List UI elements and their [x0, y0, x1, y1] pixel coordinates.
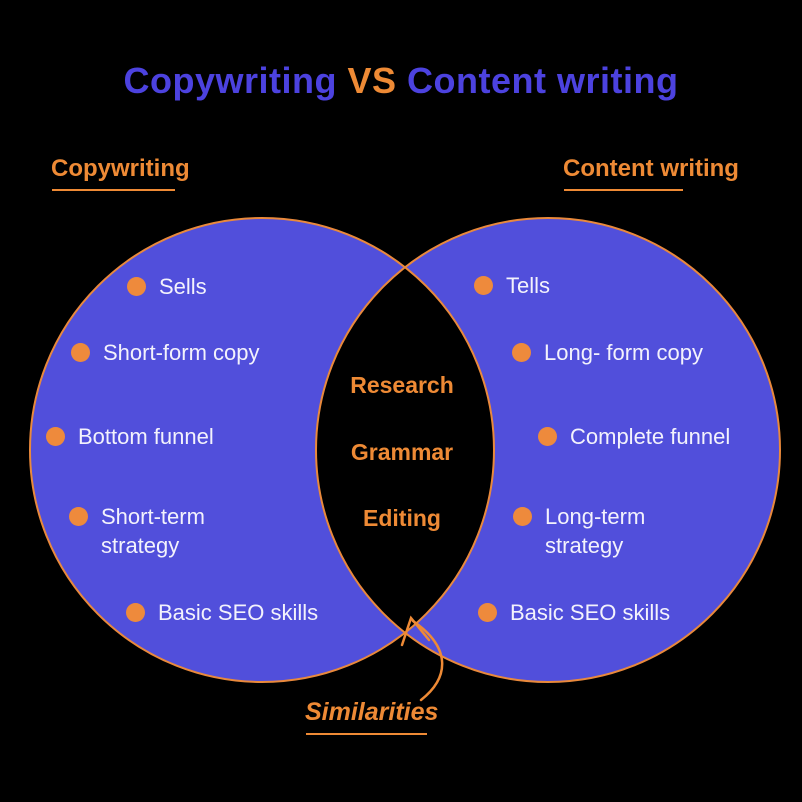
list-item-bottom-funnel: Bottom funnel — [46, 422, 214, 451]
similarities-arrow-icon — [400, 615, 444, 702]
list-item-label: Bottom funnel — [78, 424, 214, 449]
list-item-label: Tells — [506, 273, 551, 298]
list-item-label: Long- form copy — [544, 340, 703, 365]
left-circle-outline — [29, 217, 495, 683]
list-item-short-term-strategy: Short-term strategy — [69, 502, 239, 560]
left-label-underline — [52, 189, 175, 191]
list-item-label: Short-term strategy — [101, 504, 205, 558]
bullet-icon — [71, 343, 90, 362]
list-item-basic-seo-skills-right: Basic SEO skills — [478, 598, 670, 627]
list-item-label: Long-term strategy — [545, 504, 646, 558]
shared-item-grammar: Grammar — [350, 439, 454, 465]
list-item-complete-funnel: Complete funnel — [538, 422, 730, 451]
list-item-label: Complete funnel — [570, 424, 731, 449]
list-item-label: Basic SEO skills — [510, 600, 671, 625]
bullet-icon — [474, 276, 493, 295]
title-left-part: Copywriting — [123, 60, 337, 101]
bullet-icon — [538, 427, 557, 446]
title-vs: VS — [347, 60, 397, 101]
page-title: Copywriting VS Content writing — [0, 60, 802, 102]
bullet-icon — [478, 603, 497, 622]
right-circle-outline — [315, 217, 781, 683]
bullet-icon — [126, 603, 145, 622]
list-item-sells: Sells — [127, 272, 207, 301]
list-item-tells: Tells — [474, 271, 550, 300]
shared-item-editing: Editing — [363, 505, 441, 531]
bullet-icon — [513, 507, 532, 526]
similarities-annotation: Similarities — [305, 698, 439, 726]
bullet-icon — [512, 343, 531, 362]
list-item-label: Sells — [159, 274, 207, 299]
bullet-icon — [69, 507, 88, 526]
bullet-icon — [46, 427, 65, 446]
right-label-underline — [564, 189, 683, 191]
intersection-lens — [316, 218, 494, 682]
bullet-icon — [127, 277, 146, 296]
list-item-long-term-strategy: Long-term strategy — [513, 502, 683, 560]
right-column-label: Content writing — [563, 155, 739, 182]
list-item-label: Basic SEO skills — [158, 600, 319, 625]
list-item-basic-seo-skills-left: Basic SEO skills — [126, 598, 318, 627]
list-item-label: Short-form copy — [103, 340, 260, 365]
title-right-part: Content writing — [407, 60, 679, 101]
list-item-long-form-copy: Long- form copy — [512, 338, 703, 367]
shared-item-research: Research — [350, 372, 454, 398]
list-item-short-form-copy: Short-form copy — [71, 338, 260, 367]
left-column-label: Copywriting — [51, 155, 190, 182]
similarities-underline — [306, 733, 427, 735]
